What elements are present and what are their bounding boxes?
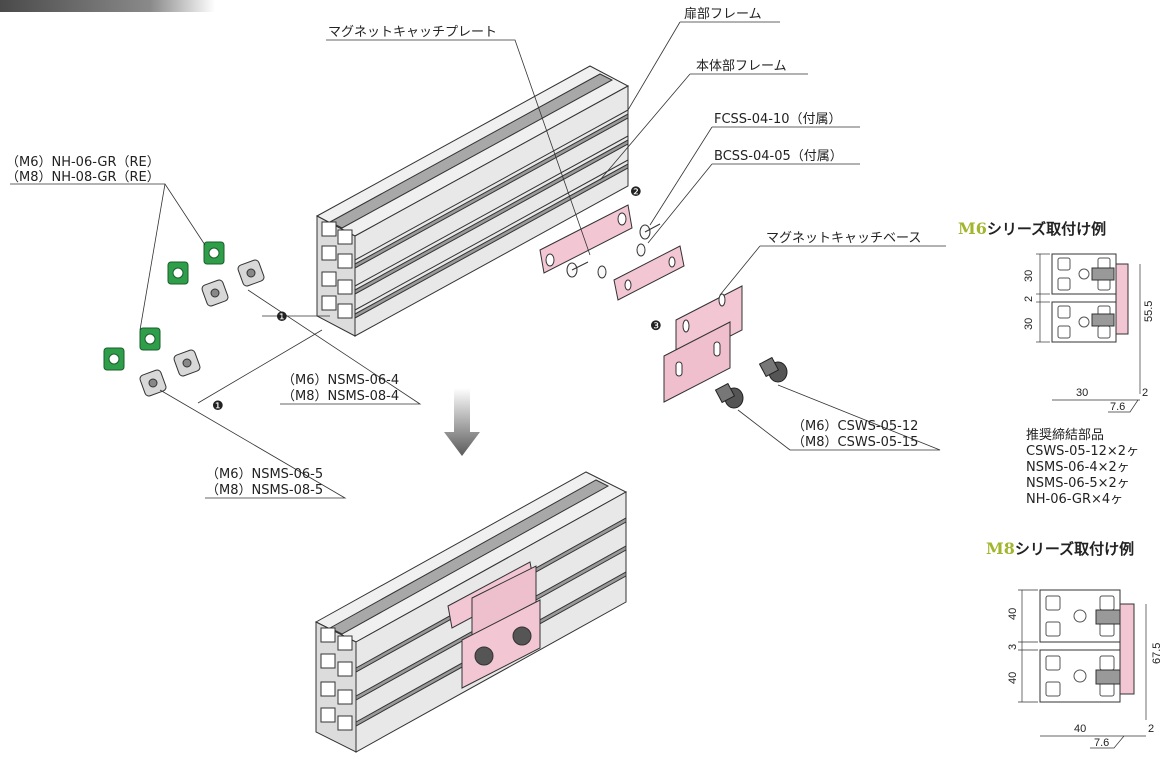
m6-section-drawing bbox=[1051, 253, 1129, 343]
label-nsms5-m8: （M8）NSMS-08-5 bbox=[206, 483, 323, 498]
parts-item: CSWS-05-12×2ヶ bbox=[1026, 444, 1140, 459]
label-magnet-plate: マグネットキャッチプレート bbox=[328, 25, 497, 40]
leader-lines bbox=[10, 21, 946, 499]
m8-section-drawing bbox=[1039, 589, 1135, 703]
marker-3: ❸ bbox=[650, 319, 662, 334]
m8-dimension-lines bbox=[1018, 589, 1147, 749]
header-bar bbox=[0, 0, 215, 12]
recommended-parts: 推奨締結部品 CSWS-05-12×2ヶ NSMS-06-4×2ヶ NSMS-0… bbox=[1026, 428, 1139, 508]
label-door-frame: 扉部フレーム bbox=[684, 6, 762, 22]
label-nsms4-m8: （M8）NSMS-08-4 bbox=[282, 389, 399, 404]
label-bcss: BCSS-04-05（付属） bbox=[714, 149, 843, 164]
magnet-catch-plate bbox=[539, 204, 633, 274]
m6-dim-55-5: 55.5 bbox=[1143, 301, 1155, 322]
marker-1a: ❶ bbox=[276, 310, 288, 325]
cap-screws bbox=[714, 356, 788, 409]
label-csws-m8: （M8）CSWS-05-15 bbox=[792, 435, 918, 450]
label-fcss: FCSS-04-10（付属） bbox=[714, 112, 842, 127]
label-nh-m6: （M6）NH-06-GR（RE） bbox=[6, 155, 160, 170]
assembled-bracket bbox=[447, 561, 541, 689]
m6-dim-w30: 30 bbox=[1076, 387, 1088, 399]
m6-dim-w7-6: 7.6 bbox=[1110, 401, 1125, 413]
m8-dim-67-5: 67.5 bbox=[1151, 643, 1163, 664]
m6-dim-2h: 2 bbox=[1023, 296, 1035, 302]
square-nuts bbox=[139, 259, 265, 397]
parts-item: NSMS-06-4×2ヶ bbox=[1026, 460, 1130, 475]
label-magnet-base: マグネットキャッチベース bbox=[766, 231, 921, 246]
m8-dim-40a: 40 bbox=[1007, 608, 1019, 620]
upper-extrusion bbox=[315, 65, 630, 337]
down-arrow bbox=[444, 388, 480, 456]
m6-title: M6シリーズ取付け例 bbox=[958, 219, 1106, 238]
nut-holders bbox=[103, 241, 225, 371]
parts-item: NSMS-06-5×2ヶ bbox=[1026, 476, 1130, 491]
m6-dimension-lines bbox=[1036, 253, 1141, 413]
label-body-frame: 本体部フレーム bbox=[696, 59, 787, 74]
label-nsms5-m6: （M6）NSMS-06-5 bbox=[206, 467, 323, 482]
m6-dim-30b: 30 bbox=[1023, 318, 1035, 330]
parts-item: NH-06-GR×4ヶ bbox=[1026, 492, 1124, 507]
m6-dim-30a: 30 bbox=[1023, 270, 1035, 282]
m8-dim-w2: 2 bbox=[1148, 723, 1154, 735]
m8-title: M8シリーズ取付け例 bbox=[986, 539, 1134, 558]
marker-1b: ❶ bbox=[212, 399, 224, 414]
m8-dim-w40: 40 bbox=[1074, 723, 1086, 735]
label-csws-m6: （M6）CSWS-05-12 bbox=[792, 419, 918, 434]
m8-dim-3h: 3 bbox=[1007, 644, 1019, 650]
magnet-catch-base bbox=[613, 245, 743, 403]
m8-dim-40b: 40 bbox=[1007, 672, 1019, 684]
m8-dim-w7-6: 7.6 bbox=[1094, 737, 1109, 749]
label-nsms4-m6: （M6）NSMS-06-4 bbox=[282, 373, 399, 388]
pins bbox=[566, 223, 661, 279]
parts-title: 推奨締結部品 bbox=[1026, 428, 1105, 443]
m6-dim-w2: 2 bbox=[1142, 387, 1148, 399]
marker-2: ❷ bbox=[630, 185, 642, 200]
label-nh-m8: （M8）NH-08-GR（RE） bbox=[6, 170, 160, 185]
